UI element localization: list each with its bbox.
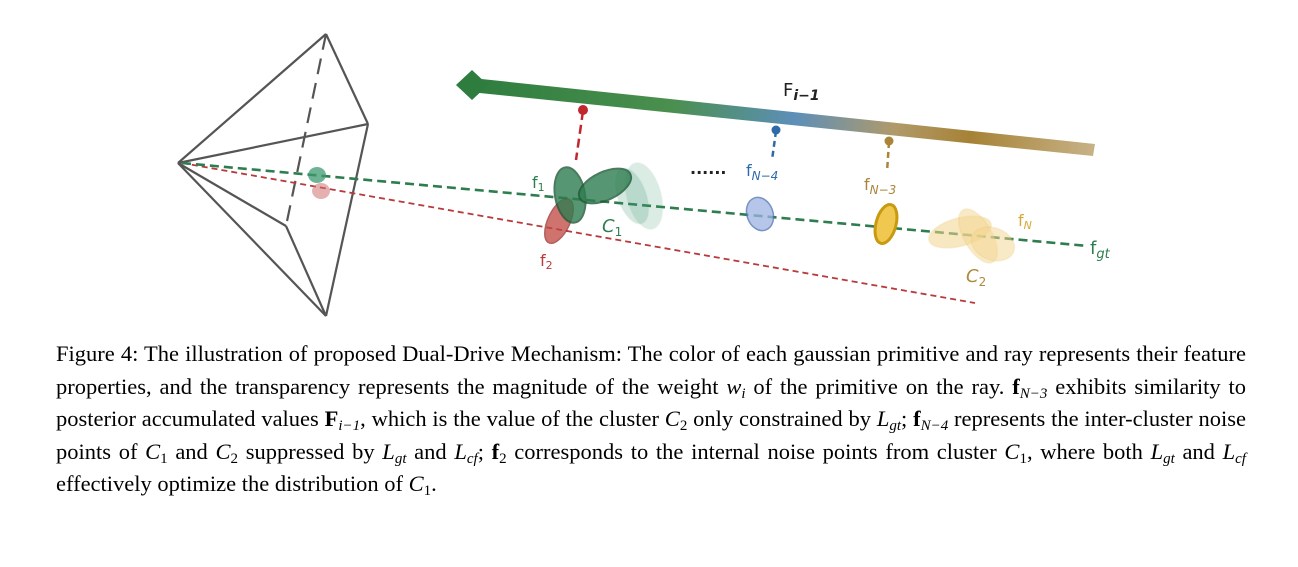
label-F-prev: Fi−1 bbox=[783, 80, 820, 104]
ellipsis-dots: ...... bbox=[690, 159, 726, 178]
gold-pin bbox=[884, 136, 894, 146]
label-f2: f2 bbox=[540, 251, 553, 272]
label-C1: C1 bbox=[602, 216, 622, 239]
red-point-near bbox=[312, 183, 330, 199]
figure-caption: Figure 4: The illustration of proposed D… bbox=[56, 341, 1246, 499]
label-fN: fN bbox=[1018, 211, 1032, 232]
red-pin bbox=[578, 105, 588, 115]
cluster-c1 bbox=[544, 162, 664, 244]
feature-bar bbox=[470, 78, 1095, 156]
point-fN3 bbox=[873, 203, 899, 245]
label-fgt: fgt bbox=[1090, 238, 1111, 262]
camera-frustum bbox=[177, 33, 370, 317]
point-fN4 bbox=[745, 196, 775, 232]
label-fN3: fN−3 bbox=[864, 175, 896, 197]
green-point-near bbox=[308, 167, 326, 183]
bar-arrow-head bbox=[456, 70, 488, 100]
blue-pin bbox=[771, 125, 781, 135]
cluster-c2 bbox=[928, 208, 1016, 264]
label-fN4: fN−4 bbox=[746, 161, 778, 183]
dual-drive-figure: ...... Fi−1 f1 f2 C1 fN−4 fN−3 fN fgt C2 bbox=[177, 33, 1111, 317]
label-f1: f1 bbox=[532, 173, 545, 194]
label-C2: C2 bbox=[966, 266, 986, 289]
